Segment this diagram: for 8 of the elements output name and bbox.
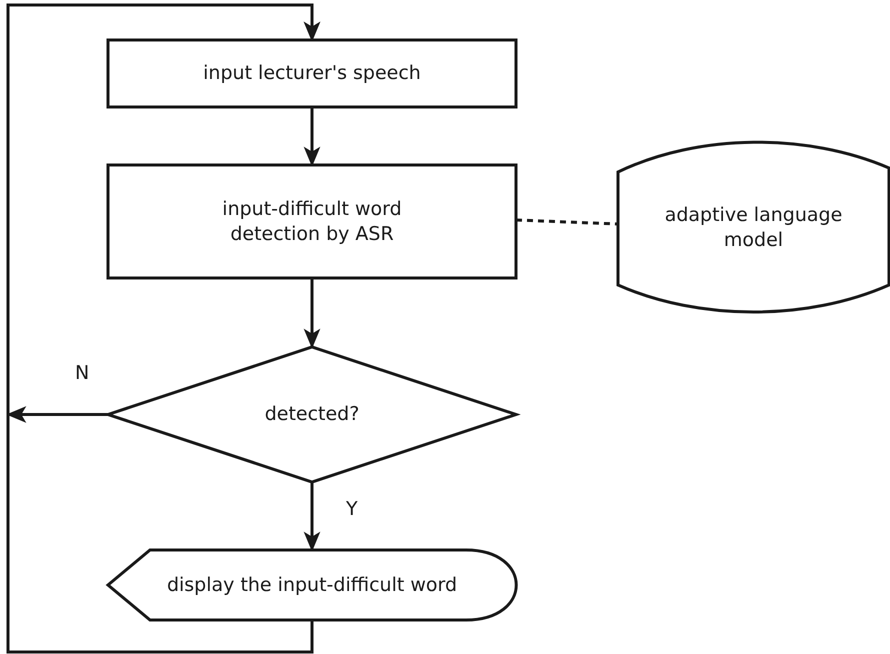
arrow — [6, 4, 320, 654]
node-label: adaptive language model — [664, 203, 844, 253]
node-label: detected? — [264, 402, 360, 427]
node-label: input lecturer's speech — [203, 61, 421, 86]
arrow — [304, 278, 320, 349]
node-label: input-difficult word detection by ASR — [221, 196, 403, 246]
dashed-connector — [516, 218, 618, 226]
node-label: display the input-difficult word — [166, 572, 458, 598]
